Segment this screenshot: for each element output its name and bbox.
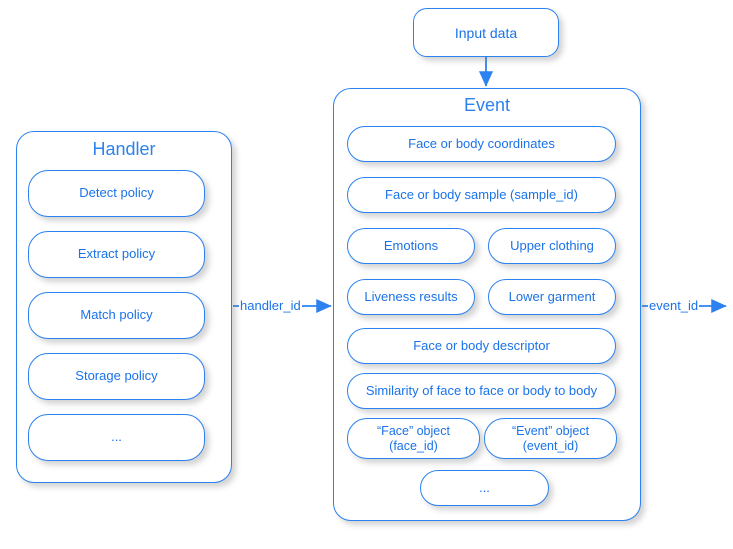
handler-item-storage-policy[interactable]: Storage policy	[28, 353, 205, 400]
handler-item-label: Match policy	[80, 307, 153, 323]
event-item-label: Face or body coordinates	[408, 135, 555, 151]
handler-item-label: Detect policy	[79, 185, 154, 201]
event-item-lower-garment[interactable]: Lower garment	[488, 279, 616, 315]
edge-label-event-id: event_id	[648, 298, 700, 313]
event-item-similarity[interactable]: Similarity of face to face or body to bo…	[347, 373, 616, 409]
event-item-label: ...	[479, 479, 490, 495]
event-item-face-or-body-coordinates[interactable]: Face or body coordinates	[347, 126, 616, 162]
event-item-label: Emotions	[383, 237, 439, 253]
handler-item-match-policy[interactable]: Match policy	[28, 292, 205, 339]
handler-item-detect-policy[interactable]: Detect policy	[28, 170, 205, 217]
event-item-label: Upper clothing	[510, 237, 594, 253]
handler-item-label: Storage policy	[75, 368, 158, 384]
event-item-label: Lower garment	[508, 288, 596, 304]
handler-item-extract-policy[interactable]: Extract policy	[28, 231, 205, 278]
event-item-ellipsis[interactable]: ...	[420, 470, 549, 506]
event-item-label: Similarity of face to face or body to bo…	[365, 382, 598, 398]
event-item-upper-clothing[interactable]: Upper clothing	[488, 228, 616, 264]
handler-item-label: ...	[111, 429, 122, 445]
event-item-label: Liveness results	[364, 288, 458, 304]
event-item-emotions[interactable]: Emotions	[347, 228, 475, 264]
edge-label-handler-id: handler_id	[239, 298, 302, 313]
event-item-label: “Face” object (face_id)	[377, 424, 450, 453]
event-item-liveness-results[interactable]: Liveness results	[347, 279, 475, 315]
group-event-title: Event	[463, 95, 511, 115]
node-input-data-label: Input data	[454, 24, 518, 41]
node-input-data[interactable]: Input data	[413, 8, 559, 57]
event-item-label: Face or body descriptor	[413, 337, 550, 353]
event-item-face-object[interactable]: “Face” object (face_id)	[347, 418, 480, 459]
group-handler-title: Handler	[92, 139, 156, 159]
event-item-label: Face or body sample (sample_id)	[385, 186, 578, 202]
event-item-event-object[interactable]: “Event” object (event_id)	[484, 418, 617, 459]
event-item-face-or-body-descriptor[interactable]: Face or body descriptor	[347, 328, 616, 364]
event-item-face-or-body-sample[interactable]: Face or body sample (sample_id)	[347, 177, 616, 213]
handler-item-label: Extract policy	[77, 246, 156, 262]
handler-item-ellipsis[interactable]: ...	[28, 414, 205, 461]
event-item-label: “Event” object (event_id)	[511, 424, 590, 453]
